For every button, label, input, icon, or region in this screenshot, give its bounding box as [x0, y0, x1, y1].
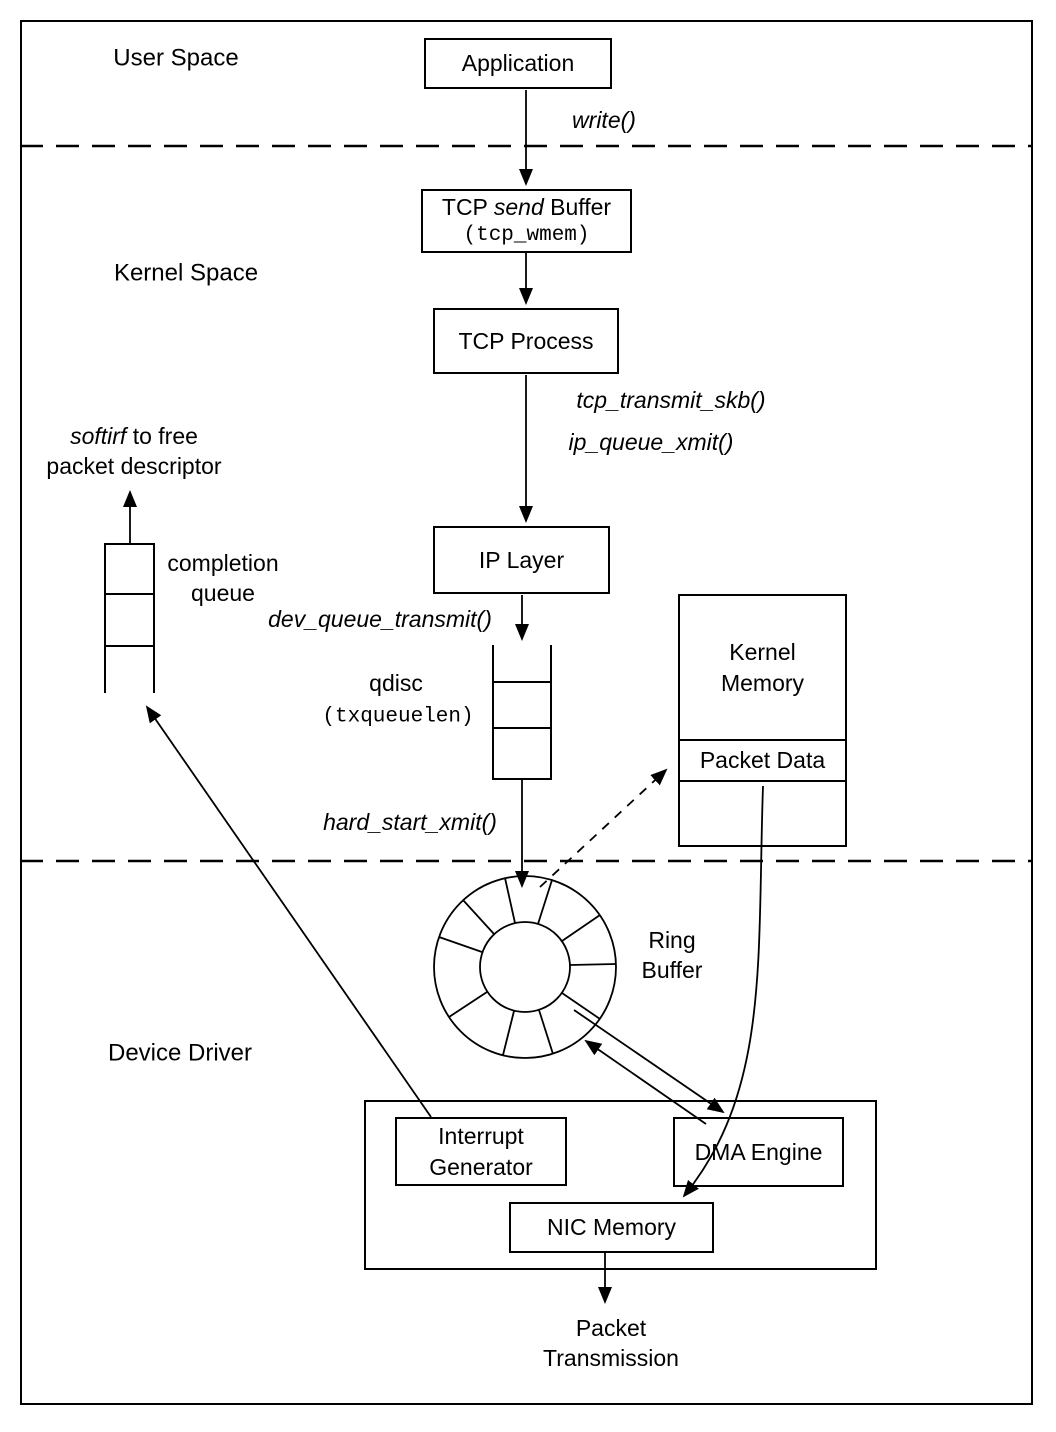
completion-queue-line1: completion: [167, 550, 279, 577]
packet-data-label: Packet Data: [699, 747, 826, 774]
ip-layer-node: IP Layer: [433, 526, 610, 594]
device-driver-label: Device Driver: [107, 1039, 253, 1067]
packet-transmission-line1: Packet: [575, 1315, 647, 1342]
tcp-send-buffer-pre: TCP: [441, 193, 494, 220]
softirq-note-line1: softirf to free: [46, 422, 221, 452]
txqueuelen-param: (txqueuelen): [322, 705, 474, 729]
qdisc-label: qdisc: [369, 670, 423, 697]
tcp-send-buffer-label: TCP send Buffer: [442, 192, 611, 222]
ip-layer-label: IP Layer: [478, 546, 565, 573]
softirq-note: softirf to free packet descriptor: [46, 422, 221, 482]
tcp-send-buffer-italic: send: [493, 193, 544, 220]
completion-slot-divider: [106, 645, 153, 647]
kernel-memory-line2: Memory: [720, 669, 805, 696]
tcp-send-buffer-post: Buffer: [543, 193, 612, 220]
packet-transmission-label: Packet Transmission: [543, 1314, 679, 1374]
write-call-label: write(): [572, 107, 636, 134]
tcp-process-node: TCP Process: [433, 308, 619, 374]
application-label: Application: [461, 50, 575, 77]
ip-queue-xmit-call-label: ip_queue_xmit(): [568, 429, 734, 456]
completion-queue-label: completion queue: [167, 549, 278, 609]
ring-buffer-line1: Ring: [648, 927, 696, 954]
dma-engine-label: DMA Engine: [694, 1138, 823, 1165]
kernel-memory-line1: Kernel: [729, 639, 796, 666]
packet-transmission-line2: Transmission: [543, 1345, 679, 1371]
qdisc-slot-divider: [494, 681, 550, 683]
user-space-label: User Space: [113, 44, 239, 72]
interrupt-generator-line1: Interrupt: [438, 1123, 524, 1150]
softirq-note-line2: packet descriptor: [46, 453, 222, 479]
completion-queue-line2: queue: [191, 580, 255, 606]
nic-memory-label: NIC Memory: [546, 1214, 677, 1241]
packet-data-band: Packet Data: [680, 741, 845, 782]
kernel-space-label: Kernel Space: [113, 259, 259, 287]
completion-slot-divider: [106, 593, 153, 595]
ring-buffer-label: Ring Buffer: [642, 926, 703, 986]
ring-buffer-line2: Buffer: [641, 957, 703, 983]
tcp-send-buffer-node: TCP send Buffer (tcp_wmem): [421, 189, 632, 253]
qdisc-slot-divider: [494, 727, 550, 729]
tcp-process-label: TCP Process: [458, 327, 594, 354]
application-node: Application: [424, 38, 612, 89]
hard-start-xmit-call-label: hard_start_xmit(): [323, 809, 497, 836]
interrupt-generator-line2: Generator: [429, 1153, 533, 1180]
completion-queue-graphic: [104, 543, 155, 693]
qdisc-queue-graphic: [492, 645, 552, 780]
tcp-wmem-param: (tcp_wmem): [463, 224, 590, 248]
dev-queue-transmit-call-label: dev_queue_transmit(): [268, 606, 492, 633]
softirq-note-rest: to free: [126, 423, 198, 450]
nic-memory-node: NIC Memory: [509, 1202, 714, 1253]
interrupt-generator-node: Interrupt Generator: [395, 1117, 567, 1186]
softirq-note-italic: softirf: [70, 423, 127, 450]
tcp-transmit-skb-call-label: tcp_transmit_skb(): [576, 387, 766, 414]
outer-border: [20, 20, 1033, 1405]
dma-engine-node: DMA Engine: [673, 1117, 844, 1187]
